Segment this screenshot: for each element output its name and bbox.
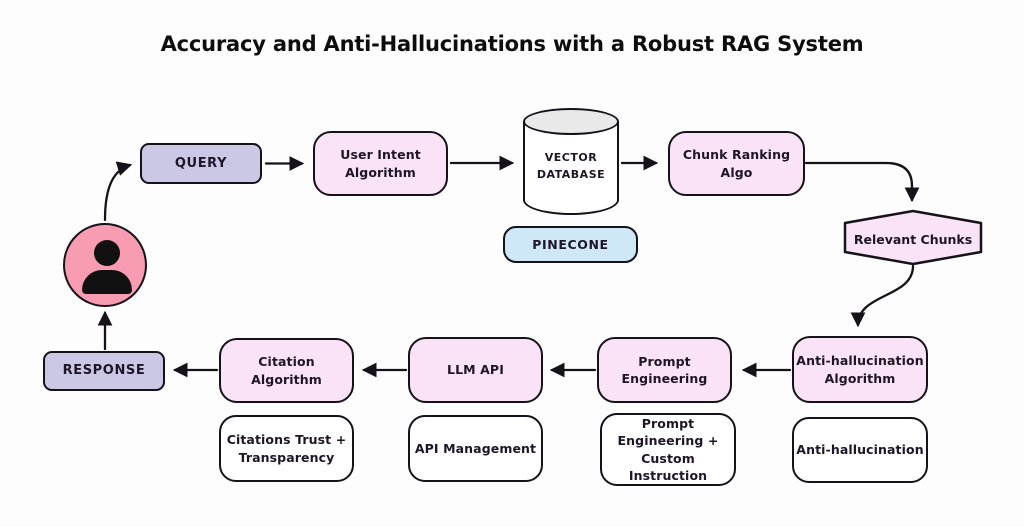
node-user-intent-algorithm: User Intent Algorithm: [313, 131, 448, 196]
cylinder-top: [523, 108, 619, 135]
cylinder-body: [523, 121, 619, 215]
person-icon-body: [82, 270, 132, 294]
diagram-title: Accuracy and Anti-Hallucinations with a …: [160, 32, 864, 56]
node-anti-hallucination-algorithm: Anti-hallucination Algorithm: [792, 336, 928, 403]
node-prompt-engineering: Prompt Engineering: [597, 337, 732, 403]
node-llm-api: LLM API: [408, 337, 543, 403]
arrow-user-to-query: [103, 161, 133, 222]
relevant-chunks-hexagon: [843, 209, 983, 266]
arrow-chunk-ranking-to-relevant-chunks: [804, 161, 920, 203]
node-relevant-chunks: Relevant Chunks: [853, 231, 973, 247]
node-prompt-custom-instruction: Prompt Engineering + Custom Instruction: [600, 413, 736, 486]
person-icon: [94, 240, 120, 266]
node-citation-algorithm: Citation Algorithm: [219, 338, 354, 403]
node-chunk-ranking-algo: Chunk Ranking Algo: [668, 131, 805, 196]
user-avatar: [63, 223, 147, 307]
node-pinecone: PINECONE: [503, 226, 638, 263]
node-response: RESPONSE: [43, 351, 165, 391]
arrow-relevant-chunks-to-anti-hallucination: [850, 264, 915, 328]
node-anti-hallucination: Anti-hallucination: [792, 417, 928, 483]
node-api-management: API Management: [408, 415, 543, 482]
node-query: QUERY: [140, 143, 262, 184]
vector-database-label: VECTOR DATABASE: [536, 151, 606, 181]
node-vector-database: VECTOR DATABASE: [523, 108, 619, 215]
node-citations-trust: Citations Trust + Transparency: [219, 415, 354, 482]
